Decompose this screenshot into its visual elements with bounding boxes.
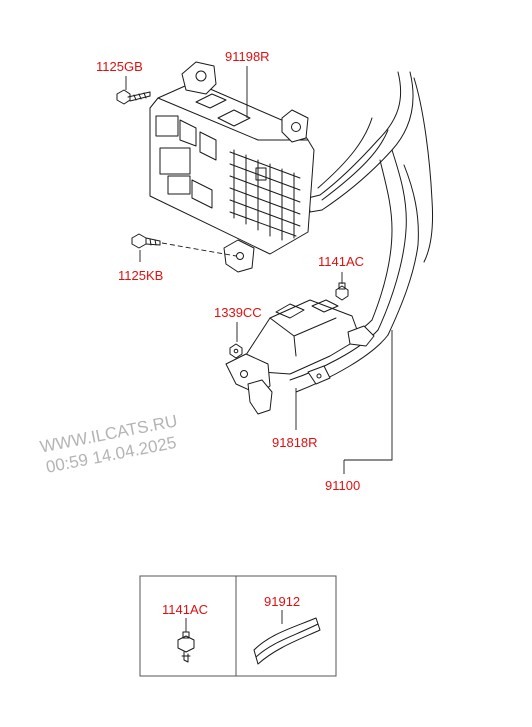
inset-label-1141ac: 1141AC — [162, 602, 208, 617]
label-1141ac: 1141AC — [318, 254, 364, 269]
inset-tape-icon — [253, 617, 321, 665]
label-1125kb: 1125KB — [118, 268, 163, 283]
watermark: WWW.ILCATS.RU 00:59 14.04.2025 — [38, 411, 179, 476]
bolt-1125gb-icon — [116, 89, 151, 105]
fuse-grid — [229, 149, 301, 241]
bolt-1125kb-icon — [131, 233, 161, 249]
wire-harness — [287, 71, 433, 393]
label-1125gb: 1125GB — [96, 59, 143, 74]
label-91198r: 91198R — [225, 49, 270, 64]
nut-1339cc-icon — [229, 343, 243, 359]
bracket — [225, 299, 375, 415]
nut-1141ac-icon — [335, 282, 349, 301]
label-1339cc: 1339CC — [214, 305, 262, 320]
inset-nut-icon — [177, 631, 195, 663]
junction-box — [149, 61, 315, 273]
label-91818r: 91818R — [272, 435, 318, 450]
leader-lines — [125, 66, 393, 474]
label-91100: 91100 — [325, 478, 360, 493]
inset-label-91912: 91912 — [264, 594, 300, 609]
inset-box: 1141AC 91912 — [139, 575, 337, 677]
